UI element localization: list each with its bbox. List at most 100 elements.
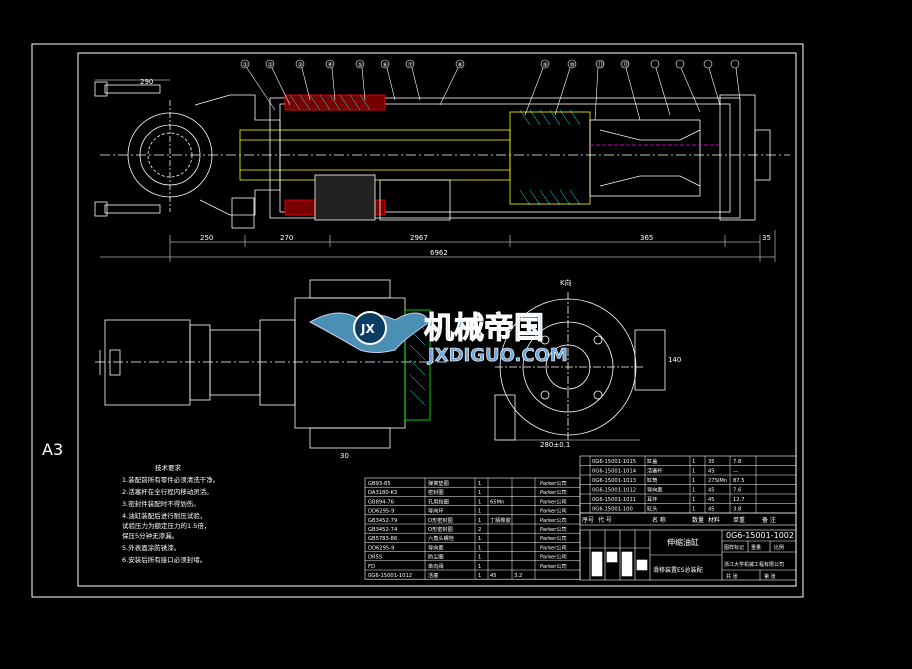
bom-right-cell: 1	[692, 497, 695, 503]
bom-header-cell: 数量	[692, 516, 704, 524]
dim-140: 140	[668, 356, 681, 364]
balloon-number: ⑥	[383, 62, 388, 69]
dim-280: 280±0.1	[540, 441, 570, 449]
bom-left-cell: 1	[478, 545, 481, 551]
bom-header-row: 序号代 号名 称数量材料单重备 注	[579, 512, 797, 526]
bom-left-cell: 2	[478, 527, 481, 533]
dim-overall: 6962	[430, 249, 448, 257]
tech-req-item: 2.活塞杆在全行程内移动灵活。	[122, 487, 213, 496]
balloon-number: ①	[243, 62, 248, 69]
bom-header-cell: 备 注	[762, 516, 776, 524]
balloon-number: ⑪	[598, 61, 604, 69]
bom-left-cell: DD6295-9	[368, 545, 394, 551]
bom-right-cell: 1	[692, 469, 695, 475]
bom-left-cell: 1	[478, 518, 481, 524]
tech-req-item: 4.油缸装配后进行耐压试验，	[122, 511, 206, 520]
bom-left-cell: Parker公司	[540, 535, 567, 542]
bom-left-frame	[364, 477, 581, 580]
bom-left-cell: 65Mn	[490, 499, 504, 505]
bom-left-cell: Parker公司	[540, 498, 567, 505]
bom-left-cell: O形密封圈	[428, 525, 453, 533]
tech-req-item: 保压5分钟无渗漏。	[122, 531, 178, 540]
dim-290: 290	[140, 78, 153, 86]
bom-left-cell: 密封圈	[428, 488, 444, 496]
watermark-url: JXDIGUO.COM	[426, 345, 568, 366]
bom-left-cell: GB5783-86	[368, 536, 397, 542]
bom-left-cell: FD	[368, 564, 375, 570]
watermark-logo: JX 机械帝国 JXDIGUO.COM	[308, 311, 568, 366]
bom-right-cell: 活塞杆	[647, 467, 663, 475]
title-block-texts: 伸缩油缸 0G6-15001-1002 图样标记 重量 比例 浙江大学机械工程有…	[653, 531, 794, 580]
bom-right-cell: 0G6-15001-1014	[592, 469, 637, 475]
bom-left-cell: Parker公司	[540, 508, 567, 515]
bom-left-cell: GB894-76	[368, 499, 394, 505]
title-cell-stage: 图样标记	[724, 544, 744, 551]
bom-right-cell: 3.8	[733, 507, 741, 513]
balloon-number: ⑧	[458, 62, 463, 69]
bom-left-cell: 1	[478, 490, 481, 496]
bom-header-cell: 序号	[582, 516, 594, 524]
bom-right-cell: 0G6-15001-1012	[592, 488, 636, 494]
bom-right-cell: 1	[692, 478, 695, 484]
bom-left-cell: Parker公司	[540, 526, 567, 533]
bom-right-cell: 缸盖	[647, 457, 657, 465]
bom-right-cell: 35	[708, 459, 715, 465]
bom-right-cell: 0G6-15001-1015	[592, 459, 636, 465]
bom-left-cell: Parker公司	[540, 554, 567, 561]
dim-270: 270	[280, 234, 293, 242]
bom-right-cell: 45	[708, 469, 715, 475]
drawing-number: 0G6-15001-1002	[726, 531, 794, 540]
bom-header-cell: 名 称	[652, 516, 666, 524]
bom-left-cell: 1	[478, 564, 481, 570]
assembly-name: 滑移装置ES总装配	[653, 566, 703, 574]
title-cell-total: 共 张	[726, 573, 738, 580]
bom-left-cell: DD6295-9	[368, 509, 394, 515]
balloon-number: ③	[298, 62, 303, 69]
tech-req-item: 5.外表面涂防锈漆。	[122, 543, 180, 552]
bom-left-cell: 1	[478, 573, 481, 579]
bom-right-cell: 45	[708, 488, 715, 494]
bom-right-cell: —	[733, 469, 738, 475]
bom-left-cell: 导向套	[428, 543, 444, 551]
dim-250: 250	[200, 234, 213, 242]
cylinder-section-view	[94, 81, 790, 229]
bom-left-cell: 导向环	[428, 507, 444, 515]
bom-left-cell: 单向阀	[428, 562, 444, 570]
bom-left-cell: 1	[478, 499, 481, 505]
bom-header-cell: 代 号	[598, 516, 612, 524]
bom-right-cell: 87.5	[733, 478, 745, 484]
bom-header-frame	[579, 512, 797, 526]
part-balloons	[240, 59, 741, 121]
view-k-label: K向	[560, 278, 572, 287]
bom-left-cell: Parker公司	[540, 544, 567, 551]
bom-left-cell: 六角头螺栓	[428, 534, 455, 542]
bom-left-cell: 孔用挡圈	[428, 497, 449, 505]
balloon-number: ⑦	[408, 62, 414, 69]
bom-left-cell: 0G6-15001-1012	[368, 573, 412, 579]
bom-left-cell: DR5S	[368, 555, 382, 561]
bom-right-cell: 7.6	[733, 488, 741, 494]
bom-right-cell: 缸头	[647, 505, 657, 513]
company-name: 浙江大学机械工程有限公司	[724, 561, 784, 568]
title-cell-weight: 重量	[751, 544, 761, 551]
dim-2967: 2967	[410, 234, 428, 242]
bom-left-cell: Parker公司	[540, 480, 567, 487]
balloon-number: ⑨	[543, 62, 548, 69]
dimension-texts-top: 250 270 2967 365 35 6962	[200, 234, 771, 257]
balloon-number: ②	[268, 62, 274, 69]
tech-req-title: 技术要求	[155, 463, 182, 472]
balloon-number: ④	[328, 62, 333, 69]
bom-right-cell: 0G6-15001-1013	[592, 478, 636, 484]
bom-left-cell: 防尘圈	[428, 553, 444, 561]
bom-left-cell: 丁腈橡胶	[490, 516, 511, 524]
bom-left-cell: 活塞	[428, 571, 438, 579]
tech-req-item: 试验压力为额定压力的1.5倍，	[122, 521, 210, 530]
balloon-number: ⑩	[570, 62, 575, 69]
cylinder-plan-view	[95, 279, 666, 449]
bom-left-cell: Parker公司	[540, 489, 567, 496]
tech-req-item: 3.密封件装配时不得划伤。	[122, 499, 200, 508]
